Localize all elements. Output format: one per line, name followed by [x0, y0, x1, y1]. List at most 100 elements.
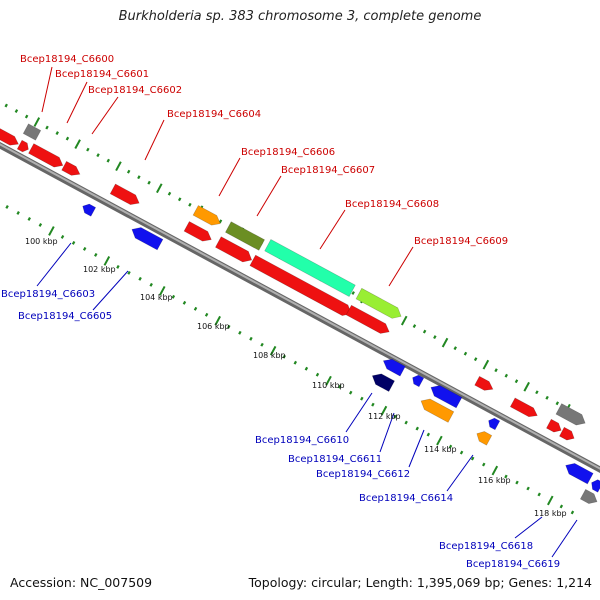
- gene-arrow[interactable]: [22, 123, 42, 141]
- track-tick: [38, 223, 43, 227]
- track-tick: [436, 435, 443, 446]
- track-tick: [249, 336, 253, 341]
- gene-label[interactable]: Bcep18194_C6606: [241, 147, 335, 158]
- gene-label[interactable]: Bcep18194_C6609: [414, 236, 508, 247]
- track-tick: [177, 197, 182, 202]
- gene-arrow[interactable]: [410, 373, 425, 388]
- gene-arrow[interactable]: [369, 370, 395, 392]
- track-tick: [94, 252, 98, 257]
- gene-label[interactable]: Bcep18194_C6619: [466, 559, 560, 570]
- track-tick: [138, 276, 142, 281]
- gene-arrow[interactable]: [0, 127, 21, 148]
- label-leader-line: [319, 209, 346, 250]
- gene-arrow[interactable]: [192, 205, 223, 229]
- track-tick: [193, 306, 198, 311]
- track-tick: [535, 390, 539, 395]
- gene-arrow[interactable]: [428, 382, 463, 409]
- track-tick: [74, 139, 81, 149]
- track-tick: [463, 351, 468, 356]
- gene-arrow[interactable]: [215, 236, 254, 266]
- gene-arrow[interactable]: [28, 143, 66, 171]
- track-tick: [149, 282, 153, 287]
- track-tick: [156, 183, 163, 194]
- gene-arrow[interactable]: [474, 429, 493, 446]
- gene-label[interactable]: Bcep18194_C6603: [1, 289, 95, 300]
- gene-arrow[interactable]: [109, 183, 142, 208]
- track-tick: [482, 359, 490, 370]
- gene-arrow[interactable]: [474, 375, 496, 393]
- track-tick: [315, 372, 320, 377]
- gene-label[interactable]: Bcep18194_C6607: [281, 165, 375, 176]
- track-tick: [371, 402, 375, 407]
- gene-label[interactable]: Bcep18194_C6601: [55, 69, 149, 80]
- gene-arrow[interactable]: [225, 221, 265, 251]
- gene-label[interactable]: Bcep18194_C6614: [359, 493, 453, 504]
- gene-arrow[interactable]: [129, 224, 164, 251]
- gene-arrow[interactable]: [546, 418, 563, 434]
- label-leader-line: [66, 81, 88, 124]
- track-tick: [504, 474, 508, 479]
- track-tick: [570, 510, 575, 515]
- gene-arrow[interactable]: [486, 416, 501, 431]
- gene-arrow[interactable]: [418, 396, 455, 423]
- label-leader-line: [345, 392, 373, 433]
- label-leader-line: [514, 516, 543, 539]
- scale-label: 114 kbp: [424, 445, 457, 454]
- gene-arrow[interactable]: [563, 460, 594, 485]
- gene-arrow[interactable]: [61, 160, 83, 178]
- track-tick: [380, 405, 388, 416]
- track-tick: [491, 465, 499, 476]
- scale-label: 104 kbp: [140, 293, 173, 302]
- track-tick: [260, 342, 264, 347]
- track-tick: [504, 373, 509, 378]
- gene-label[interactable]: Bcep18194_C6612: [316, 469, 410, 480]
- gene-label[interactable]: Bcep18194_C6618: [439, 541, 533, 552]
- track-tick: [412, 324, 417, 329]
- gene-label[interactable]: Bcep18194_C6600: [20, 54, 114, 65]
- track-tick: [426, 432, 431, 437]
- track-tick: [16, 211, 20, 215]
- reverse-gene-labels: Bcep18194_C6603 Bcep18194_C6605 Bcep1819…: [1, 289, 560, 570]
- track-tick: [115, 161, 122, 172]
- gene-arrow[interactable]: [183, 221, 214, 245]
- gene-arrow[interactable]: [16, 139, 31, 154]
- label-leader-line: [144, 119, 165, 161]
- label-leader-line: [446, 454, 474, 492]
- gene-arrow[interactable]: [589, 478, 600, 493]
- gene-label[interactable]: Bcep18194_C6605: [18, 311, 112, 322]
- gene-arrow[interactable]: [381, 356, 406, 377]
- label-leader-line: [408, 429, 425, 468]
- gene-arrow[interactable]: [355, 287, 404, 321]
- gene-arrow[interactable]: [509, 397, 539, 420]
- label-leader-line: [36, 242, 72, 287]
- track-tick: [182, 300, 187, 305]
- scale-label: 110 kbp: [312, 381, 345, 390]
- track-tick: [126, 169, 131, 174]
- track-tick: [82, 246, 87, 251]
- gene-label[interactable]: Bcep18194_C6604: [167, 109, 261, 120]
- label-leader-lines: [36, 66, 578, 558]
- track-tick: [360, 396, 364, 401]
- track-tick: [269, 345, 277, 356]
- accession-text: Accession: NC_007509: [10, 575, 153, 590]
- gene-arrow[interactable]: [559, 426, 576, 442]
- track-tick: [48, 226, 55, 236]
- track-tick: [171, 294, 176, 299]
- gene-arrow[interactable]: [264, 239, 356, 297]
- track-tick: [515, 480, 519, 485]
- track-tick: [96, 153, 100, 158]
- gene-arrow[interactable]: [80, 202, 97, 217]
- gene-arrow[interactable]: [579, 488, 599, 506]
- gene-arrow[interactable]: [345, 304, 392, 337]
- gene-label[interactable]: Bcep18194_C6610: [255, 435, 349, 446]
- track-tick: [470, 456, 475, 461]
- gene-label[interactable]: Bcep18194_C6602: [88, 85, 182, 96]
- forward-gene-labels: Bcep18194_C6600 Bcep18194_C6601 Bcep1819…: [20, 54, 508, 247]
- track-tick: [137, 175, 141, 180]
- label-leader-line: [91, 96, 119, 135]
- scale-label: 116 kbp: [478, 476, 511, 485]
- gene-label[interactable]: Bcep18194_C6608: [345, 199, 439, 210]
- label-leader-line: [379, 412, 395, 453]
- gene-arrow[interactable]: [555, 403, 588, 429]
- gene-label[interactable]: Bcep18194_C6611: [288, 454, 382, 465]
